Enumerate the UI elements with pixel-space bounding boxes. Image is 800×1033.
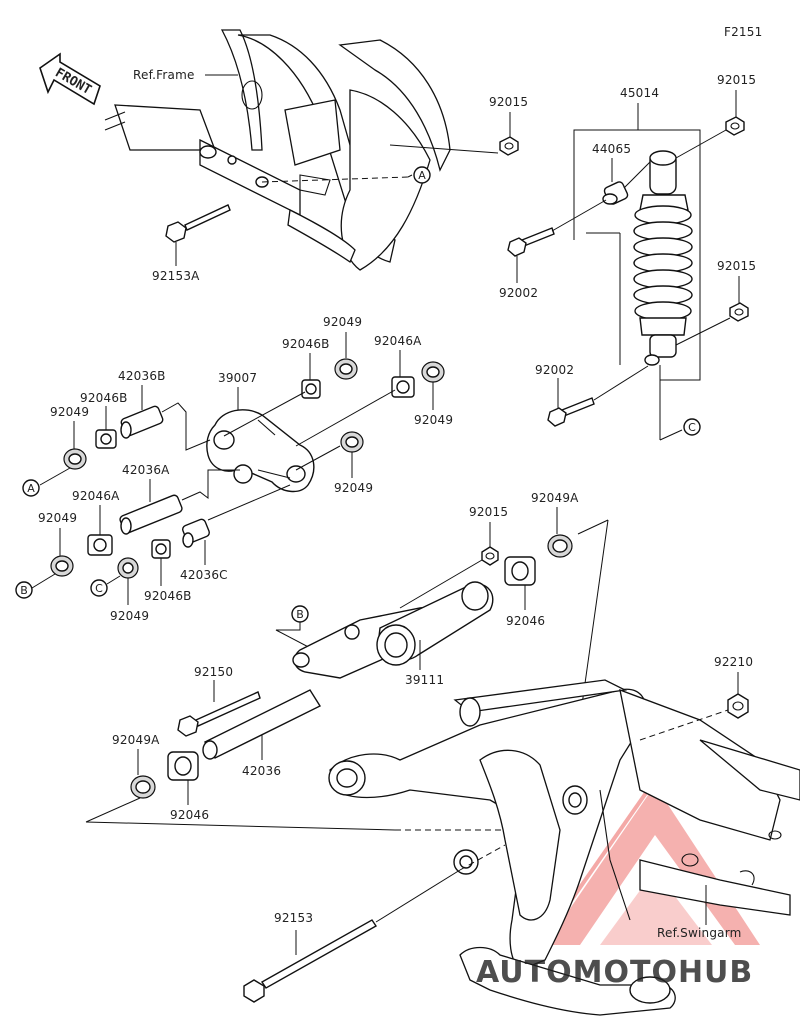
part-label-42036: 42036 [242,764,281,778]
washer-92049-lower-left [50,555,74,577]
nut-92015-shock-top [725,116,745,136]
part-label-92049-left: 92049 [50,405,89,419]
part-label-92046A-left: 92046A [72,489,120,503]
bolt-92150 [177,691,261,737]
washer-92049-mid [340,431,364,453]
bearing-92046-right [504,556,536,586]
part-label-92046B-top: 92046B [282,337,330,351]
washer-92049-c [117,557,139,579]
part-label-42036A: 42036A [122,463,170,477]
swingarm-illustration [328,679,800,1016]
part-label-92153: 92153 [274,911,313,925]
frame-illustration [104,29,451,271]
svg-text:C: C [688,421,696,434]
svg-text:C: C [95,582,103,595]
part-label-44065: 44065 [592,142,631,156]
bearing-92046B-top [301,379,321,399]
part-label-42036C: 42036C [180,568,228,582]
part-label-39007: 39007 [218,371,257,385]
bolt-92002-lower [547,397,595,427]
tie-rod-39111 [292,581,494,679]
collar-42036C [182,518,210,548]
callout-b-rod: B [291,605,309,623]
part-label-92210: 92210 [714,655,753,669]
callout-b-left: B [15,581,33,599]
part-label-92046B-left: 92046B [80,391,128,405]
svg-text:B: B [296,608,304,621]
nut-92015-frame [499,136,519,156]
front-arrow-icon: FRONT [39,52,101,106]
part-label-92046-lower: 92046 [170,808,209,822]
part-label-92046B-lower: 92046B [144,589,192,603]
washer-92049-top [334,358,358,380]
shock-absorber-45014 [633,150,693,366]
part-label-92049-c: 92049 [110,609,149,623]
collar-42036 [202,689,322,760]
washer-92049A-lower [130,775,156,799]
part-label-92153A: 92153A [152,269,200,283]
bearing-92046A-top [391,376,415,398]
part-label-92046-right: 92046 [506,614,545,628]
part-label-92049-mid: 92049 [334,481,373,495]
part-label-92049A-lower: 92049A [112,733,160,747]
callout-a-left: A [22,479,40,497]
svg-text:A: A [418,169,426,182]
part-label-92049A-top: 92049A [531,491,579,505]
shock-spring [633,205,693,321]
collar-42036A [119,494,183,535]
part-label-92015-frame: 92015 [489,95,528,109]
part-label-92015-rod: 92015 [469,505,508,519]
bolt-92153 [243,919,378,1003]
callout-a-top: A [413,166,431,184]
collar-44065 [602,181,629,205]
watermark-text: AUTOMOTOHUB [476,955,753,990]
callout-c-left: C [90,579,108,597]
part-label-45014: 45014 [620,86,659,100]
part-label-92015-shock-bottom: 92015 [717,259,756,273]
bolt-92153A [165,204,231,243]
bearing-92046-lower [167,751,199,781]
part-label-92002-lower: 92002 [535,363,574,377]
nut-92015-shock-bottom [729,302,749,322]
svg-text:A: A [27,482,35,495]
svg-text:B: B [20,584,28,597]
part-label-92049-right: 92049 [414,413,453,427]
ref-frame-label: Ref.Frame [133,68,195,82]
part-label-39111: 39111 [405,673,444,687]
washer-92049-right [421,361,445,383]
nut-92210 [727,693,749,719]
ref-swingarm-label: Ref.Swingarm [657,926,742,940]
bearing-92046A-left [87,534,113,556]
part-label-92150: 92150 [194,665,233,679]
part-label-92002-upper: 92002 [499,286,538,300]
bolt-92002-upper [507,227,555,257]
part-label-42036B: 42036B [118,369,166,383]
collar-42036B [120,405,164,439]
part-label-92049-lower-left: 92049 [38,511,77,525]
callout-c-shock: C [683,418,701,436]
part-label-92015-shock-top: 92015 [717,73,756,87]
figure-id: F2151 [724,25,762,39]
part-label-92049-top: 92049 [323,315,362,329]
nut-92015-rod [481,546,499,566]
washer-92049-left [63,448,87,470]
washer-92049A-top [547,534,573,558]
rocker-arm-39007 [206,409,315,493]
bearing-92046B-left [95,429,117,449]
part-label-92046A-top: 92046A [374,334,422,348]
bearing-92046B-lower [151,539,171,559]
